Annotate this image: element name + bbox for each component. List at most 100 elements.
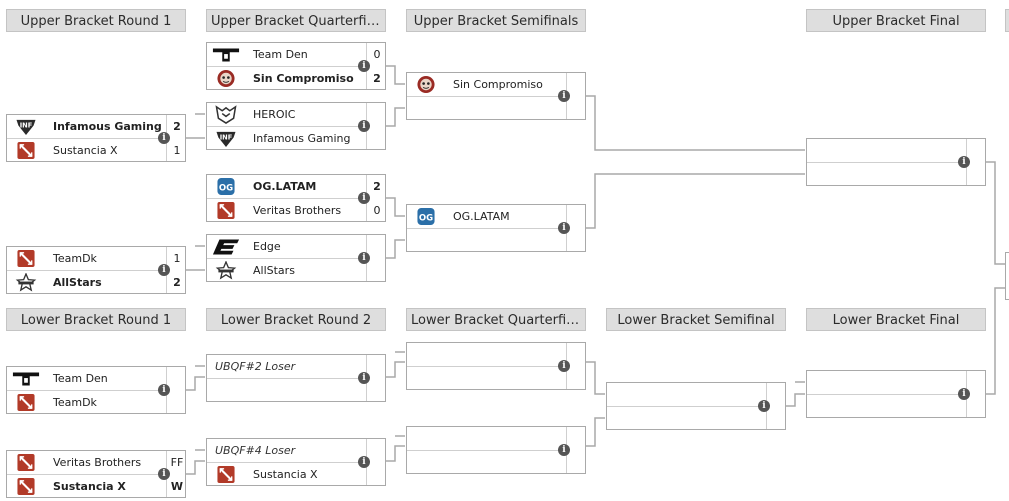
team-slot-top[interactable]: Edge <box>207 235 366 259</box>
team-slot-top[interactable]: UBQF#4 Loser <box>207 439 366 463</box>
team-slot-bottom[interactable]: Sustancia X <box>7 475 166 498</box>
team-slot-bottom[interactable] <box>207 379 366 402</box>
match-info-icon[interactable]: i <box>358 192 370 204</box>
team-slot-bottom[interactable] <box>407 367 566 390</box>
team-slot-top[interactable]: Team Den <box>7 367 166 391</box>
team-slot-top[interactable] <box>407 343 566 367</box>
team-name: Team Den <box>253 48 308 61</box>
match-lbf[interactable]: i <box>806 370 986 418</box>
header-upper-quarterfinals: Upper Bracket Quarterfinals <box>206 9 386 32</box>
team-slot-bottom[interactable]: TeamDk <box>7 391 166 414</box>
match-info-icon[interactable]: i <box>358 120 370 132</box>
match-info-icon[interactable]: i <box>558 90 570 102</box>
match-info-icon[interactable]: i <box>358 252 370 264</box>
team-slot-bottom[interactable]: Sustancia X <box>7 139 166 162</box>
svg-text:INF: INF <box>220 133 233 141</box>
team-name: UBQF#2 Loser <box>215 360 296 373</box>
infamous-logo-icon: INF <box>12 117 40 136</box>
team-name: AllStars <box>53 276 102 289</box>
team-slot-top[interactable]: Veritas Brothers <box>7 451 166 475</box>
match-info-icon[interactable]: i <box>358 372 370 384</box>
match-info-icon[interactable]: i <box>358 456 370 468</box>
score-bottom: 2 <box>373 72 381 85</box>
team-slot-bottom[interactable] <box>807 163 966 186</box>
match-lbr2-1[interactable]: UBQF#2 Loser i <box>206 354 386 402</box>
team-slot-top[interactable]: OG OG.LATAM <box>207 175 366 199</box>
score-top <box>367 103 387 126</box>
score-top: 2 <box>373 180 381 193</box>
team-slot-top[interactable] <box>807 139 966 163</box>
match-lbqf-2[interactable]: i <box>406 426 586 474</box>
team-slot-bottom[interactable]: Sin Compromiso <box>207 67 366 90</box>
score-top <box>167 367 187 390</box>
dota-logo-icon <box>212 201 240 220</box>
team-slot-bottom[interactable] <box>407 97 566 120</box>
match-lbqf-1[interactable]: i <box>406 342 586 390</box>
team-slot-bottom[interactable]: AllStars <box>7 271 166 294</box>
team-slot-top[interactable]: HEROIC <box>207 103 366 127</box>
match-info-icon[interactable]: i <box>958 388 970 400</box>
score-bottom <box>567 229 587 252</box>
header-lower-round-1: Lower Bracket Round 1 <box>6 308 186 331</box>
match-grand-final-stub[interactable] <box>1005 252 1009 300</box>
match-lbsf[interactable]: i <box>606 382 786 430</box>
team-slot-top[interactable]: INF Infamous Gaming <box>7 115 166 139</box>
team-slot-top[interactable]: Sin Compromiso <box>407 73 566 97</box>
team-name: Edge <box>253 240 281 253</box>
sin-compromiso-logo-icon <box>212 69 240 88</box>
match-info-icon[interactable]: i <box>958 156 970 168</box>
score-top: 0 <box>373 48 381 61</box>
match-info-icon[interactable]: i <box>158 132 170 144</box>
match-info-icon[interactable]: i <box>758 400 770 412</box>
team-slot-top[interactable]: UBQF#2 Loser <box>207 355 366 379</box>
team-slot-bottom[interactable]: INF Infamous Gaming <box>207 127 366 150</box>
match-info-icon[interactable]: i <box>558 360 570 372</box>
score-top: 2 <box>173 120 181 133</box>
team-slot-bottom[interactable] <box>807 395 966 418</box>
team-slot-top[interactable]: OG OG.LATAM <box>407 205 566 229</box>
team-den-logo-icon <box>212 45 240 64</box>
team-name: HEROIC <box>253 108 296 121</box>
score-bottom: 0 <box>373 204 381 217</box>
match-info-icon[interactable]: i <box>158 384 170 396</box>
team-slot-bottom[interactable]: Sustancia X <box>207 463 366 486</box>
team-slot-bottom[interactable] <box>407 229 566 252</box>
sin-compromiso-logo-icon <box>412 75 440 94</box>
match-info-icon[interactable]: i <box>358 60 370 72</box>
match-ubf[interactable]: i <box>806 138 986 186</box>
team-name: Infamous Gaming <box>53 120 162 133</box>
team-slot-top[interactable]: TeamDk <box>7 247 166 271</box>
match-info-icon[interactable]: i <box>558 222 570 234</box>
match-info-icon[interactable]: i <box>158 264 170 276</box>
score-top <box>567 205 587 228</box>
edge-logo-icon <box>212 237 240 256</box>
score-bottom <box>567 97 587 120</box>
match-info-icon[interactable]: i <box>158 468 170 480</box>
team-name: TeamDk <box>53 252 97 265</box>
score-bottom: 1 <box>173 144 181 157</box>
team-slot-bottom[interactable]: AllStars <box>207 259 366 282</box>
team-slot-bottom[interactable] <box>407 451 566 474</box>
team-slot-top[interactable] <box>607 383 766 407</box>
header-upper-round-1: Upper Bracket Round 1 <box>6 9 186 32</box>
team-slot-top[interactable] <box>807 371 966 395</box>
team-slot-bottom[interactable]: Veritas Brothers <box>207 199 366 222</box>
team-name: Veritas Brothers <box>53 456 142 469</box>
team-slot-top[interactable]: Team Den <box>207 43 366 67</box>
team-slot-bottom[interactable] <box>607 407 766 430</box>
team-slot-top[interactable] <box>407 427 566 451</box>
match-info-icon[interactable]: i <box>558 444 570 456</box>
svg-text:OG: OG <box>419 213 433 223</box>
